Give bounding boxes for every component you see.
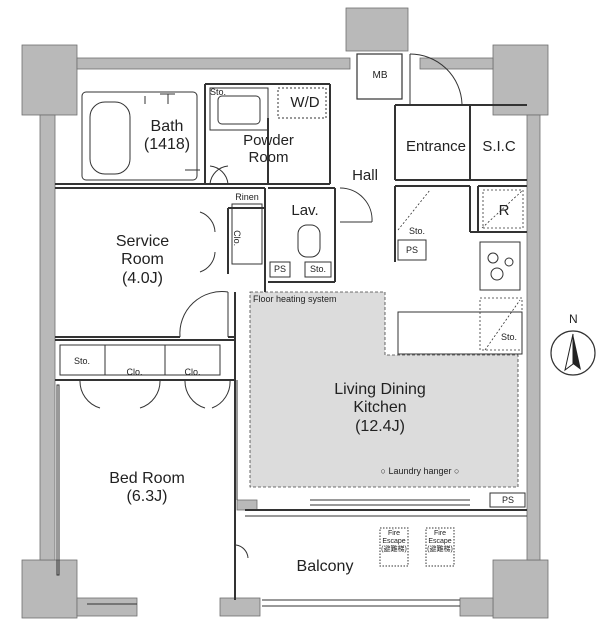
compass-icon — [550, 330, 596, 376]
ldk-line3: (12.4J) — [355, 417, 405, 435]
bed-room-line2: (6.3J) — [126, 488, 168, 506]
fire1-line3: (避難梯) — [381, 546, 407, 554]
floor-heating-label: Floor heating system — [253, 294, 337, 304]
ps-entry-label: PS — [405, 245, 418, 255]
lav-label: Lav. — [291, 202, 319, 219]
sto-top-label: Sto. — [209, 87, 226, 97]
service-room-line2: Room — [121, 251, 164, 269]
fire-escape-1-label: Fire Escape (避難梯) — [378, 530, 410, 554]
outer-walls — [21, 7, 549, 619]
bath-label-line1: Bath — [150, 118, 184, 135]
bed-room-line1: Bed Room — [109, 470, 185, 487]
wd-label: W/D — [290, 94, 320, 111]
bath-label: Bath (1418) — [132, 118, 202, 155]
mb-label: MB — [372, 70, 388, 81]
compass-north-label: N — [569, 312, 578, 326]
interior-walls — [55, 83, 527, 600]
clo1-label: Clo. — [126, 367, 143, 377]
sic-label: S.I.C — [482, 138, 516, 155]
fire-escape-2-label: Fire Escape (避難梯) — [424, 530, 456, 554]
service-room-line1: Service — [115, 233, 170, 250]
clo-vertical-label: Clo. — [232, 230, 243, 247]
service-room-label: Service Room (4.0J) — [95, 233, 190, 288]
fire2-line1: Fire — [433, 530, 447, 537]
powder-room-line1: Powder — [243, 132, 294, 149]
bath-label-line2: (1418) — [143, 136, 191, 154]
clo2-label: Clo. — [184, 367, 201, 377]
bed-room-label: Bed Room (6.3J) — [92, 470, 202, 507]
fire1-line1: Fire — [387, 530, 401, 537]
sto-bed-label: Sto. — [73, 356, 90, 366]
laundry-hanger-label: ○ Laundry hanger ○ — [380, 466, 460, 476]
storage-diagonals — [397, 189, 524, 351]
ldk-line2: Kitchen — [353, 399, 407, 417]
sto-kitchen-label: Sto. — [500, 332, 517, 342]
ldk-label: Living Dining Kitchen (12.4J) — [300, 381, 460, 436]
fine-lines — [56, 87, 527, 607]
bath-fixtures — [144, 93, 200, 171]
door-swings — [79, 53, 463, 559]
fire2-line2: Escape — [428, 538, 452, 546]
rinen-label: Rinen — [235, 192, 259, 202]
hall-label: Hall — [352, 167, 378, 184]
sto-small-label: Sto. — [309, 264, 326, 274]
fire2-line3: (避難梯) — [427, 546, 453, 554]
ps-bottom-label: PS — [501, 495, 514, 505]
powder-room-label: Powder Room — [226, 132, 311, 167]
fridge-label: R — [498, 202, 510, 219]
entrance-label: Entrance — [405, 138, 467, 155]
powder-room-line2: Room — [248, 149, 289, 167]
balcony-label: Balcony — [296, 558, 354, 575]
sto-entry-label: Sto. — [408, 226, 425, 236]
floor-heating-area — [249, 291, 519, 488]
mb-box — [356, 53, 403, 100]
service-room-line3: (4.0J) — [122, 269, 163, 287]
ldk-line1: Living Dining — [334, 381, 426, 398]
ps-small-label: PS — [273, 264, 286, 274]
fire1-line2: Escape — [382, 538, 406, 546]
